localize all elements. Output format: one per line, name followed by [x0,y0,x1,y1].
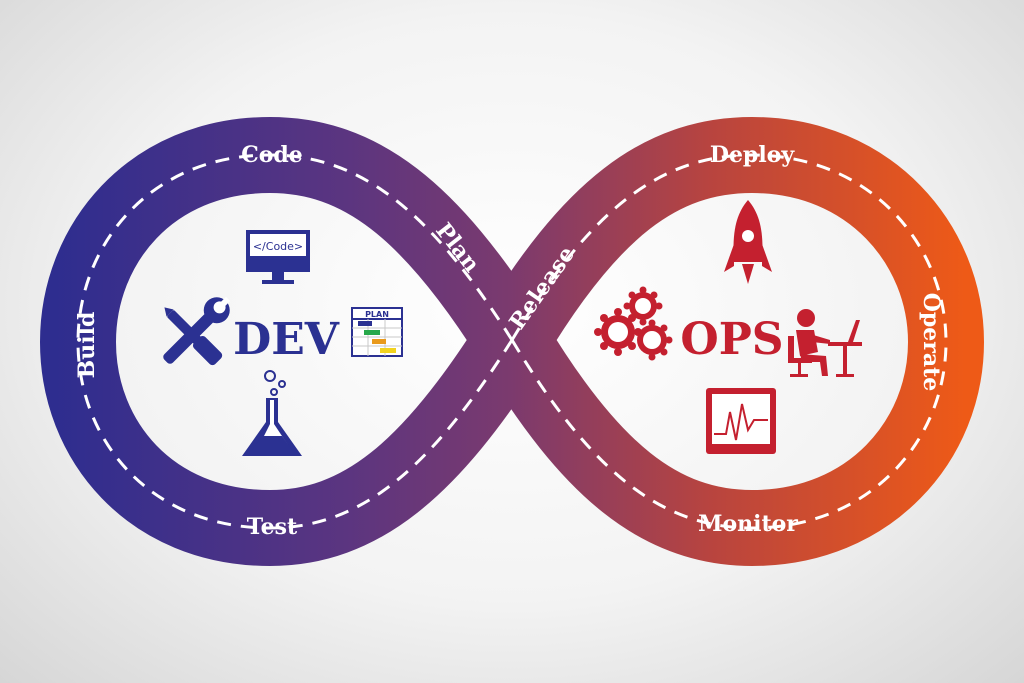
stage-label-code: Code [241,142,303,168]
stage-label-build: Build [74,312,100,379]
rocket-icon [724,200,772,284]
plan-chart-icon: PLAN [351,307,403,357]
stage-label-test: Test [247,514,298,540]
flask-icon [242,370,302,456]
plan-chart-text: PLAN [365,310,389,319]
tools-icon [163,296,231,366]
code-monitor-icon: </Code> [246,230,310,284]
operator-at-desk-icon [788,309,862,377]
infinity-right-loop [479,116,985,567]
dev-label: DEV [233,314,340,365]
infinity-left-loop [39,116,545,567]
stage-label-deploy: Deploy [710,142,795,168]
stage-label-monitor: Monitor [698,511,798,537]
stage-label-operate: Operate [918,293,944,392]
monitor-screen-text: </Code> [253,240,303,253]
monitoring-screen-icon [706,388,776,454]
gears-icon [594,286,673,361]
ops-label: OPS [680,314,783,365]
